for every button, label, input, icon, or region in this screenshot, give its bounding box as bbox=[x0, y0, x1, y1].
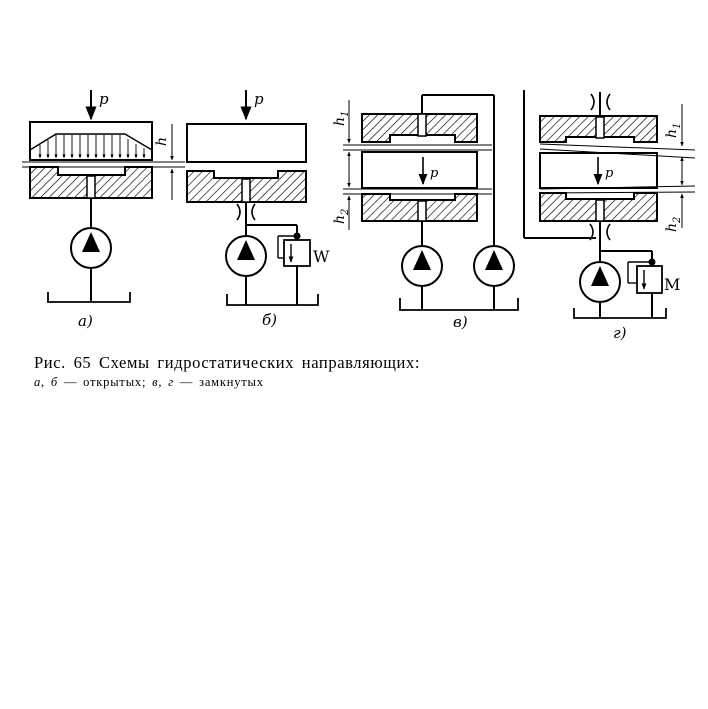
throttle-b bbox=[236, 203, 256, 221]
relief-valve-b bbox=[277, 232, 311, 305]
pressure-epure bbox=[29, 133, 153, 151]
force-label-a: p bbox=[99, 90, 109, 108]
svg-text:h1: h1 bbox=[332, 111, 351, 126]
tank-g bbox=[573, 308, 667, 319]
scheme-letter-g: г) bbox=[613, 324, 627, 342]
figure-number: Рис. 65 bbox=[34, 353, 92, 372]
throttle-g-bottom bbox=[589, 223, 611, 241]
gap-label-v2: h2 bbox=[332, 209, 351, 224]
scheme-a: p h bbox=[22, 90, 185, 330]
scheme-g: p h1 h2 bbox=[523, 90, 696, 342]
gap-label-a: h bbox=[154, 137, 170, 146]
throttle-g-top bbox=[590, 93, 611, 111]
closed-text: — замкнутых bbox=[179, 375, 264, 389]
svg-text:h1: h1 bbox=[664, 123, 683, 138]
scheme-letter-b: б) bbox=[262, 311, 277, 329]
slide-a bbox=[29, 121, 153, 161]
slide-v bbox=[361, 151, 478, 189]
relief-valve-g bbox=[627, 258, 663, 318]
valve-spring-label-g: M bbox=[664, 275, 680, 294]
scheme-v: p h1 h2 в) bbox=[332, 94, 519, 331]
svg-text:h2: h2 bbox=[332, 209, 351, 224]
tank-v bbox=[399, 298, 519, 311]
caption-title: Схемы гидростатических направляющих: bbox=[99, 353, 421, 372]
gap-label-g2: h2 bbox=[664, 217, 683, 232]
scheme-b: p W б) bbox=[186, 90, 330, 329]
tank-b bbox=[226, 294, 319, 306]
scheme-letter-v: в) bbox=[453, 313, 468, 331]
valve-spring-label-b: W bbox=[313, 247, 330, 266]
gap-label-v1: h1 bbox=[332, 111, 351, 126]
pressure-arrows bbox=[38, 135, 146, 159]
hydrostatic-guides-figure: p h bbox=[22, 90, 696, 342]
force-label-v: p bbox=[430, 166, 439, 181]
svg-text:h2: h2 bbox=[664, 217, 683, 232]
slide-b bbox=[186, 123, 307, 163]
closed-letters: в, г bbox=[152, 375, 174, 389]
figure-caption: Рис. 65 Схемы гидростатических направляю… bbox=[34, 353, 694, 390]
force-label-b: p bbox=[254, 90, 264, 108]
caption-legend-line: а, б — открытых; в, г — замкнутых bbox=[34, 375, 694, 390]
tank-a bbox=[47, 292, 131, 303]
gap-label-g1: h1 bbox=[664, 123, 683, 138]
open-letters: а, б bbox=[34, 375, 58, 389]
force-label-g: p bbox=[605, 166, 614, 181]
scheme-letter-a: а) bbox=[78, 312, 93, 330]
open-text: — открытых; bbox=[63, 375, 147, 389]
caption-title-line: Рис. 65 Схемы гидростатических направляю… bbox=[34, 353, 694, 373]
